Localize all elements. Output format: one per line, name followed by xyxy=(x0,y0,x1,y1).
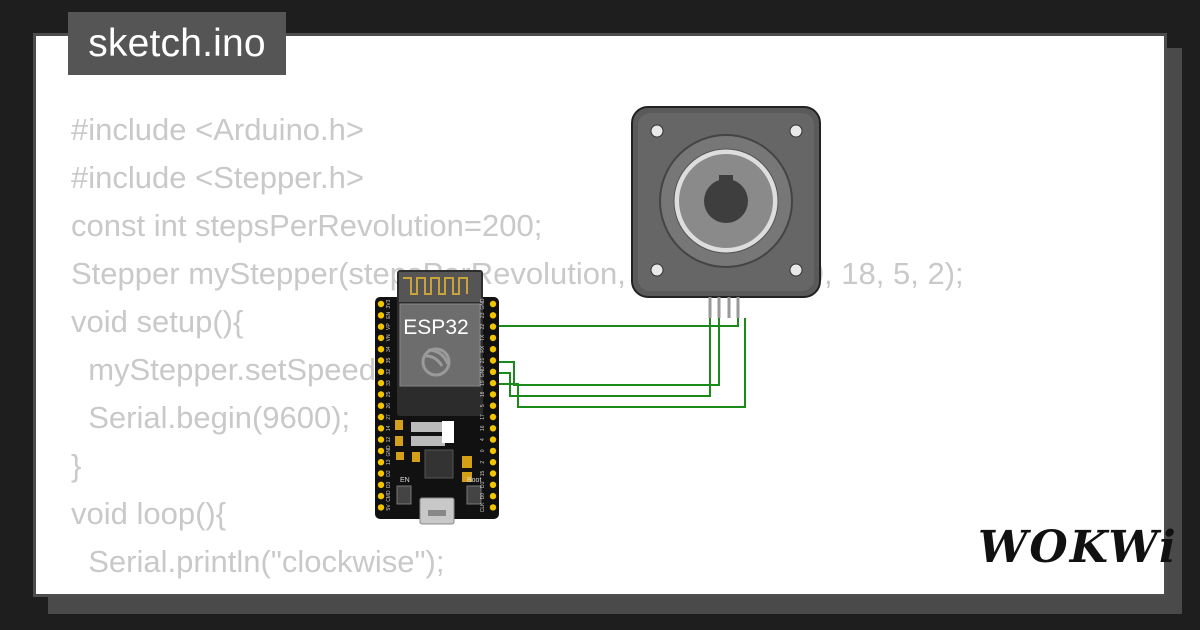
pin-label: 3V3 xyxy=(386,299,392,308)
pin-label: 14 xyxy=(386,425,392,431)
pin-label: TX xyxy=(480,334,486,341)
pin-pad[interactable] xyxy=(489,379,497,387)
pin-pad[interactable] xyxy=(377,402,385,409)
pin-pad[interactable] xyxy=(489,300,497,308)
code-line: void setup(){ xyxy=(71,304,244,339)
pin-pad[interactable] xyxy=(489,413,497,421)
pin-pad[interactable] xyxy=(377,334,385,342)
pin-pad[interactable] xyxy=(489,470,497,477)
pin-label: 33 xyxy=(386,380,392,386)
code-line: #include <Arduino.h> xyxy=(71,112,365,147)
pin-label: RX xyxy=(480,345,486,353)
pin-pad[interactable] xyxy=(377,368,385,375)
pin-pad[interactable] xyxy=(377,436,385,443)
pin-pad[interactable] xyxy=(377,492,385,500)
pin-pad[interactable] xyxy=(489,481,497,488)
pin-label: D1 xyxy=(480,481,486,488)
esp32-board[interactable]: ESP32 EN Boot 3V3ENVPVN34353233252627141… xyxy=(375,270,499,525)
stepper-motor[interactable] xyxy=(631,106,821,298)
pin-pad[interactable] xyxy=(489,436,497,443)
pin-pad[interactable] xyxy=(489,402,497,409)
pin-pad[interactable] xyxy=(489,391,497,398)
code-line: #include <Stepper.h> xyxy=(71,160,365,195)
pin-pad[interactable] xyxy=(377,481,385,488)
pin-label: 25 xyxy=(386,391,392,397)
pin-pad[interactable] xyxy=(489,425,497,432)
motor-leads xyxy=(708,297,740,318)
pin-label: 13 xyxy=(386,459,392,465)
pin-pad[interactable] xyxy=(377,379,385,387)
boot-label: Boot xyxy=(467,477,481,484)
pin-pad[interactable] xyxy=(489,504,497,511)
pin-label: EN xyxy=(386,311,392,318)
pin-pad[interactable] xyxy=(489,323,497,330)
pin-pad[interactable] xyxy=(377,459,385,466)
pin-pad[interactable] xyxy=(377,346,385,353)
pin-pad[interactable] xyxy=(489,334,497,342)
pin-pad[interactable] xyxy=(489,459,497,466)
pin-label: 5V xyxy=(386,504,392,511)
espressif-icon xyxy=(421,347,451,377)
pin-label: 21 xyxy=(480,358,486,364)
pin-pad[interactable] xyxy=(489,312,497,319)
pin-pad[interactable] xyxy=(489,346,497,353)
code-line: Serial.println("clockwise"); xyxy=(71,544,445,579)
pin-pad[interactable] xyxy=(377,391,385,398)
pin-label: 19 xyxy=(480,380,486,386)
pin-pad[interactable] xyxy=(489,447,497,455)
header-pins: 3V3ENVPVN343532332526271412GND13D2D3CMD5… xyxy=(377,298,497,512)
code-line: void loop(){ xyxy=(71,496,227,531)
pin-label: VN xyxy=(386,334,392,341)
pin-label: CLK xyxy=(480,502,486,512)
pin-label: 4 xyxy=(480,438,486,441)
pin-label: GND xyxy=(480,298,486,310)
en-label: EN xyxy=(400,477,410,484)
code-line: Serial.begin(9600); xyxy=(71,400,351,435)
pin-label: 15 xyxy=(480,471,486,477)
pin-label: 35 xyxy=(386,358,392,364)
code-preview: #include <Arduino.h> #include <Stepper.h>… xyxy=(71,106,964,594)
file-tab[interactable]: sketch.ino xyxy=(68,12,286,75)
pin-pad[interactable] xyxy=(377,323,385,330)
pin-label: 2 xyxy=(480,461,486,464)
wires xyxy=(493,318,746,408)
code-line: myStepper.step(stepsPerRevolution); xyxy=(71,586,964,594)
wokwi-logo: WOKWi xyxy=(978,522,1178,573)
pin-label: D2 xyxy=(386,470,392,477)
code-line: const int stepsPerRevolution=200; xyxy=(71,208,543,243)
pin-pad[interactable] xyxy=(377,300,385,308)
pin-pad[interactable] xyxy=(377,425,385,432)
pin-pad[interactable] xyxy=(489,492,497,500)
pin-label: D0 xyxy=(480,493,486,500)
pin-label: 27 xyxy=(386,414,392,420)
pin-label: GND xyxy=(480,366,486,378)
pin-label: 17 xyxy=(480,414,486,420)
pin-label: 26 xyxy=(386,403,392,409)
pin-pad[interactable] xyxy=(489,357,497,364)
pin-label: 12 xyxy=(386,437,392,443)
pin-pad[interactable] xyxy=(489,368,497,375)
pin-label: 22 xyxy=(480,324,486,330)
pin-label: 0 xyxy=(480,449,486,452)
pin-label: 16 xyxy=(480,425,486,431)
pin-pad[interactable] xyxy=(377,504,385,511)
project-card: #include <Arduino.h> #include <Stepper.h>… xyxy=(33,33,1167,597)
pin-pad[interactable] xyxy=(377,470,385,477)
pin-pad[interactable] xyxy=(377,312,385,319)
pin-label: 5 xyxy=(480,404,486,407)
pin-label: VP xyxy=(386,323,392,330)
pin-label: 32 xyxy=(386,369,392,375)
pin-pad[interactable] xyxy=(377,447,385,455)
board-name: ESP32 xyxy=(403,316,468,339)
pin-pad[interactable] xyxy=(377,357,385,364)
pin-label: 18 xyxy=(480,391,486,397)
pin-pad[interactable] xyxy=(377,413,385,421)
pin-label: 34 xyxy=(386,346,392,352)
code-line: } xyxy=(71,448,82,483)
pin-label: 23 xyxy=(480,312,486,318)
pin-label: D3 xyxy=(386,481,392,488)
pin-label: CMD xyxy=(386,490,392,502)
pin-label: GND xyxy=(386,445,392,457)
